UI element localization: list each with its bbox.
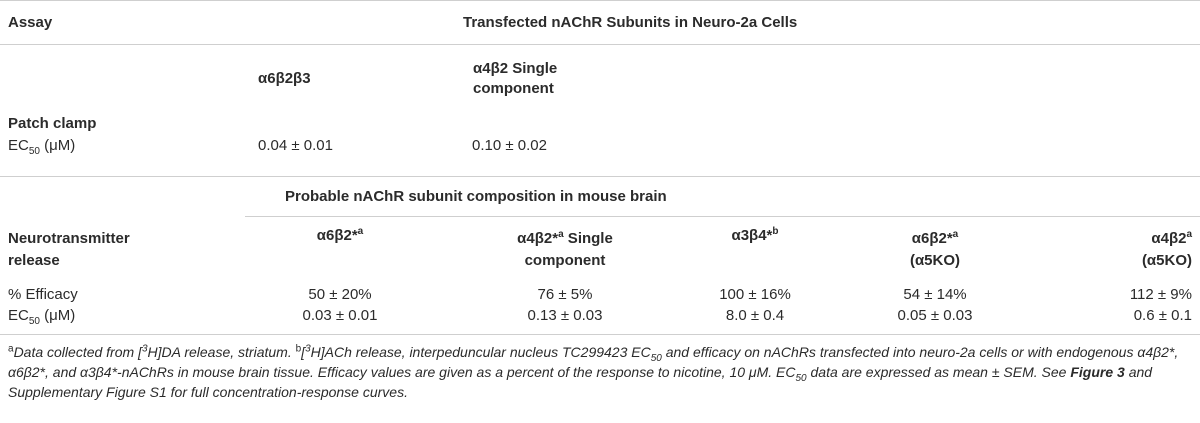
ec50-val: 0.6 ± 0.1 <box>1015 306 1200 335</box>
brain-col-a4b2-single: α4β2*a Single component <box>517 228 613 269</box>
subunit-a4b2-single: α4β2 Single component <box>455 45 655 113</box>
brain-col-a6b2-a5ko: α6β2*a (α5KO) <box>909 228 961 269</box>
ec50-val: 0.05 ± 0.03 <box>815 306 1015 335</box>
brain-col-a6b2: α6β2*a <box>316 226 364 245</box>
header-row: Assay Transfected nAChR Subunits in Neur… <box>0 0 1200 45</box>
efficacy-row: % Efficacy 50 ± 20% 76 ± 5% 100 ± 16% 54… <box>0 283 1200 307</box>
efficacy-val: 54 ± 14% <box>903 286 967 303</box>
assay-header: Assay <box>0 0 245 45</box>
efficacy-val: 112 ± 9% <box>1129 286 1192 303</box>
transfected-title: Transfected nAChR Subunits in Neuro-2a C… <box>245 0 1200 45</box>
ec50-val: 0.03 ± 0.01 <box>245 306 455 335</box>
brain-title-row: Probable nAChR subunit composition in mo… <box>0 176 1200 217</box>
subunit-a4b2-line2: component <box>473 79 554 97</box>
ec50-val: 8.0 ± 0.4 <box>655 306 815 335</box>
patch-clamp-row: Patch clamp <box>0 113 1200 135</box>
subunit-a4b2-line1: α4β2 Single <box>473 59 558 77</box>
patch-ec50-label: EC50 (μM) <box>0 134 245 177</box>
brain-col-a3b4: α3β4*b <box>731 226 779 245</box>
brain-col-a4b2-a5ko: α4β2a (α5KO) <box>1141 228 1192 269</box>
patch-ec50-row: EC50 (μM) 0.04 ± 0.01 0.10 ± 0.02 <box>0 134 1200 177</box>
results-table: Assay Transfected nAChR Subunits in Neur… <box>0 0 1200 335</box>
efficacy-val: 100 ± 16% <box>719 286 791 303</box>
efficacy-val: 50 ± 20% <box>308 286 372 303</box>
patch-ec50-val2: 0.10 ± 0.02 <box>455 134 655 177</box>
table-footnote: aData collected from [3H]DA release, str… <box>8 343 1179 400</box>
efficacy-label: % Efficacy <box>8 286 78 303</box>
efficacy-val: 76 ± 5% <box>537 286 593 303</box>
transfected-subunit-row: α6β2β3 α4β2 Single component <box>0 45 1200 113</box>
brain-ec50-row: EC50 (μM) 0.03 ± 0.01 0.13 ± 0.03 8.0 ± … <box>0 306 1200 335</box>
figure-3-link[interactable]: Figure 3 <box>1070 364 1125 380</box>
brain-ec50-label: EC50 (μM) <box>0 306 245 335</box>
brain-title: Probable nAChR subunit composition in mo… <box>245 176 1200 217</box>
ec50-val: 0.13 ± 0.03 <box>455 306 655 335</box>
patch-ec50-val1: 0.04 ± 0.01 <box>245 134 455 177</box>
subunit-a6b2b3: α6β2β3 <box>258 70 311 88</box>
patch-clamp-label: Patch clamp <box>8 115 97 132</box>
